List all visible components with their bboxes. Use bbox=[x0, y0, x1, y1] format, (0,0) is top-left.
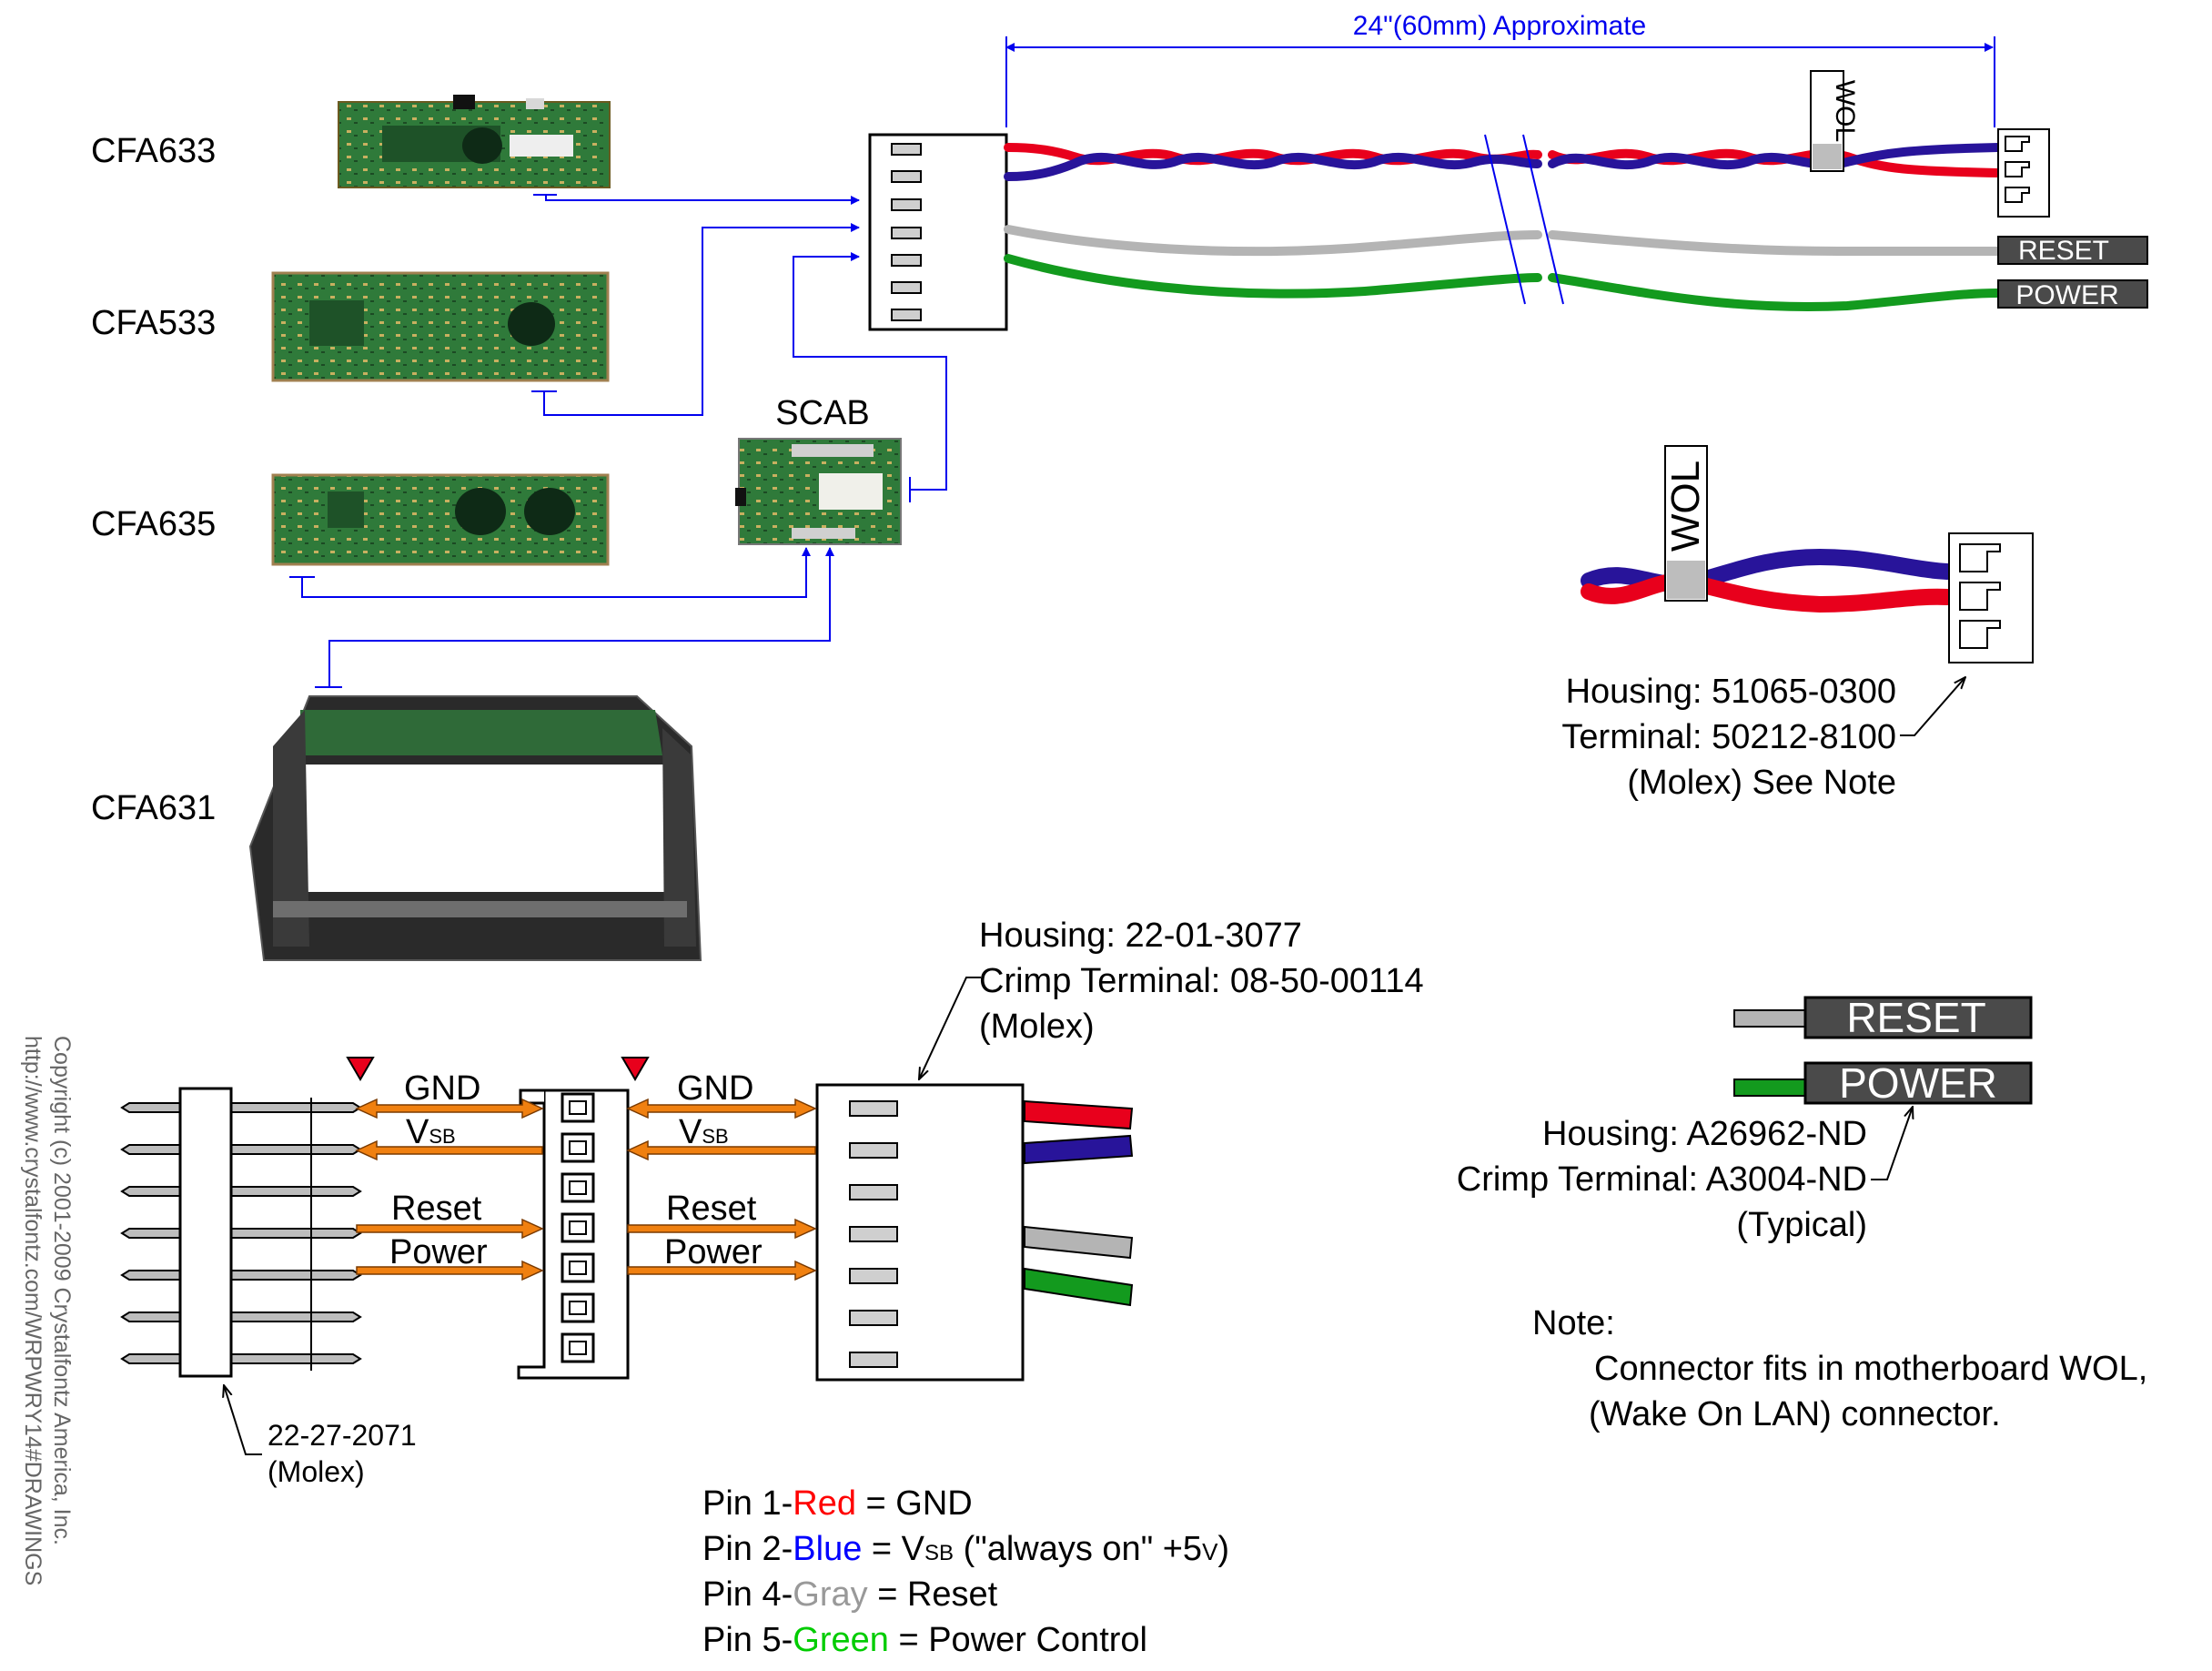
top-reset-tag: RESET bbox=[1997, 236, 2148, 266]
svg-text:WOL: WOL bbox=[1663, 461, 1708, 552]
pin-legend: Pin 1-Red = GND Pin 2-Blue = VSB ("alway… bbox=[702, 1484, 1229, 1659]
arrow-gnd-right bbox=[626, 1098, 817, 1119]
wol-detail-leader bbox=[1900, 677, 1965, 736]
top-main-connector bbox=[868, 133, 1008, 331]
scab-label: SCAB bbox=[775, 394, 869, 432]
rp-power-tag: POWER bbox=[1733, 1059, 2033, 1107]
top-power-tag: POWER bbox=[1997, 279, 2148, 310]
header-pins bbox=[120, 1087, 362, 1378]
leader-scab bbox=[793, 252, 947, 491]
pin1-marker-left bbox=[346, 1057, 375, 1081]
wol-detail-connector bbox=[1948, 532, 2034, 663]
copyright-line-2: http://www.crystalfontz.com/WRPWRY14#DRA… bbox=[20, 1036, 45, 1585]
top-wol-connector bbox=[1997, 128, 2050, 218]
rp-reset-tag: RESET bbox=[1733, 994, 2033, 1041]
cfa635-board-image bbox=[271, 473, 610, 566]
signal-labels-left: GND VSB Reset Power bbox=[389, 1069, 488, 1271]
svg-text:RESET: RESET bbox=[2018, 236, 2109, 266]
socket-housing bbox=[517, 1089, 630, 1380]
svg-text:RESET: RESET bbox=[1846, 994, 1985, 1041]
pin-legend-2: Pin 2-Blue = VSB ("always on" +5V) bbox=[702, 1530, 1229, 1568]
arrow-vsb-right bbox=[626, 1139, 816, 1161]
header-leader bbox=[224, 1385, 262, 1455]
main-terminal-label: Crimp Terminal: 08-50-00114 bbox=[979, 962, 1424, 1000]
header-part-label: 22-27-2071 bbox=[268, 1419, 417, 1452]
copyright-line-1: Copyright (c) 2001-2009 Crystalfontz Ame… bbox=[49, 1036, 75, 1545]
gnd-label-left: GND bbox=[404, 1069, 480, 1108]
arrow-power-right bbox=[627, 1260, 817, 1281]
leader-cfa533 bbox=[543, 223, 860, 416]
power-label-right: Power bbox=[664, 1233, 763, 1271]
scab-board-image bbox=[735, 438, 902, 545]
rp-housing-label: Housing: A26962-ND bbox=[1542, 1115, 1867, 1153]
leader-cfa635 bbox=[301, 547, 811, 598]
pin-legend-4: Pin 5-Green = Power Control bbox=[702, 1621, 1147, 1659]
rp-typical-label: (Typical) bbox=[1736, 1206, 1867, 1244]
wire-gray bbox=[1004, 225, 2003, 257]
wol-housing-label: Housing: 51065-0300 bbox=[1566, 673, 1896, 711]
reset-label-right: Reset bbox=[666, 1190, 757, 1228]
main-connector-leader bbox=[919, 977, 981, 1079]
cable-length-label: 24"(60mm) Approximate bbox=[1353, 11, 1646, 41]
pin-legend-3: Pin 4-Gray = Reset bbox=[702, 1575, 998, 1614]
note-line-1: Connector fits in motherboard WOL, bbox=[1594, 1350, 2147, 1388]
header-molex-label: (Molex) bbox=[268, 1455, 365, 1488]
wol-molex-label: (Molex) See Note bbox=[1627, 764, 1896, 802]
svg-text:POWER: POWER bbox=[2015, 280, 2118, 310]
cfa533-board-image bbox=[271, 271, 610, 382]
arrow-gnd-left bbox=[355, 1098, 544, 1119]
wol-detail-tag: WOL bbox=[1663, 445, 1708, 602]
label-cfa633: CFA633 bbox=[91, 132, 216, 170]
gnd-label-right: GND bbox=[677, 1069, 753, 1108]
label-cfa631: CFA631 bbox=[91, 789, 216, 827]
svg-text:VSB: VSB bbox=[679, 1113, 729, 1151]
main-molex-label: (Molex) bbox=[979, 1008, 1095, 1046]
arrow-vsb-left bbox=[355, 1139, 543, 1161]
leader-cfa631 bbox=[328, 547, 834, 687]
top-cable bbox=[1004, 143, 2003, 312]
signal-arrows bbox=[355, 1098, 817, 1281]
arrow-power-left bbox=[356, 1260, 544, 1281]
power-label-left: Power bbox=[389, 1233, 488, 1271]
signal-labels-right: GND VSB Reset Power bbox=[664, 1069, 763, 1271]
rp-terminal-label: Crimp Terminal: A3004-ND bbox=[1457, 1160, 1867, 1199]
wol-detail bbox=[1581, 548, 1955, 613]
cfa633-board-image bbox=[338, 95, 611, 188]
pin-legend-1: Pin 1-Red = GND bbox=[702, 1484, 973, 1523]
label-cfa533: CFA533 bbox=[91, 304, 216, 342]
note-title: Note: bbox=[1532, 1304, 1615, 1342]
svg-text:WOL: WOL bbox=[1830, 80, 1860, 142]
rp-leader bbox=[1871, 1107, 1913, 1180]
main-housing-label: Housing: 22-01-3077 bbox=[979, 917, 1302, 955]
leader-cfa633 bbox=[545, 195, 860, 205]
reset-label-left: Reset bbox=[391, 1190, 482, 1228]
leader-lines bbox=[289, 36, 1995, 688]
twisted-pair-blue bbox=[1004, 143, 2003, 181]
bottom-wire-stubs bbox=[1024, 1099, 1134, 1307]
svg-text:POWER: POWER bbox=[1839, 1059, 1997, 1107]
bottom-main-connector bbox=[815, 1083, 1025, 1382]
arrow-reset-left bbox=[356, 1218, 544, 1240]
arrow-reset-right bbox=[627, 1218, 817, 1240]
wire-green bbox=[1004, 254, 2003, 312]
label-cfa635: CFA635 bbox=[91, 505, 216, 543]
pin1-marker-right bbox=[621, 1057, 650, 1081]
note-line-2: (Wake On LAN) connector. bbox=[1589, 1395, 2001, 1433]
cfa631-enclosure-image bbox=[248, 695, 702, 961]
svg-text:VSB: VSB bbox=[406, 1113, 456, 1151]
cable-break bbox=[1484, 134, 1564, 305]
cable-wol-tag: WOL bbox=[1810, 70, 1860, 172]
wol-terminal-label: Terminal: 50212-8100 bbox=[1561, 718, 1896, 756]
